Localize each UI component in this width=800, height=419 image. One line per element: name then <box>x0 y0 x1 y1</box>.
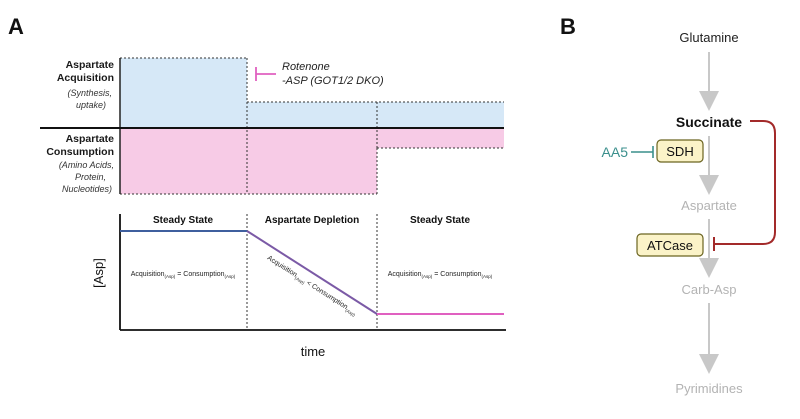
inhibitor-legend-icon <box>255 67 276 81</box>
aa5-label: AA5 <box>602 144 629 160</box>
feedback-inhibition-line <box>714 120 776 245</box>
aa5-inhibit-icon <box>631 146 654 158</box>
acquisition-fill-steady <box>120 58 247 128</box>
acquisition-sub-1: (Synthesis, <box>67 88 112 98</box>
legend-line-1: Rotenone <box>282 61 330 73</box>
equation-steady-2: Acquisition(Asp) = Consumption(Asp) <box>388 271 493 279</box>
node-glutamine: Glutamine <box>679 30 738 45</box>
acquisition-fill-reduced <box>247 102 504 128</box>
atcase-label: ATCase <box>647 238 693 253</box>
phase-label-3: Steady State <box>410 215 470 226</box>
consumption-fill-reduced <box>377 128 504 148</box>
acquisition-sub-2: uptake) <box>76 100 106 110</box>
phase-label-1: Steady State <box>153 215 213 226</box>
equation-depletion: Acquisition(Asp) < Consumption(Asp) <box>265 255 358 318</box>
flux-outlines <box>120 57 504 195</box>
node-succinate: Succinate <box>676 114 742 130</box>
phase-label-2: Aspartate Depletion <box>265 215 359 226</box>
consumption-sub-3: Nucleotides) <box>62 184 112 194</box>
panel-b-letter: B <box>560 14 576 39</box>
consumption-fill-high <box>120 128 377 194</box>
equation-steady-1: Acquisition(Asp) = Consumption(Asp) <box>131 271 236 279</box>
asp-level-decline <box>246 230 378 315</box>
atcase-box <box>636 233 704 257</box>
legend-line-2: -ASP (GOT1/2 DKO) <box>282 75 384 87</box>
node-carb-asp: Carb-Asp <box>682 282 737 297</box>
acquisition-title-2: Acquisition <box>57 72 114 84</box>
node-pyrimidines: Pyrimidines <box>675 381 743 396</box>
consumption-title-1: Aspartate <box>66 133 115 145</box>
sdh-label: SDH <box>666 144 693 159</box>
consumption-sub-1: (Amino Acids, <box>59 160 114 170</box>
consumption-title-2: Consumption <box>46 146 114 158</box>
acquisition-title-1: Aspartate <box>66 59 115 71</box>
node-aspartate: Aspartate <box>681 198 737 213</box>
sdh-box <box>656 139 704 163</box>
x-axis-label: time <box>301 344 326 359</box>
consumption-sub-2: Protein, <box>75 172 106 182</box>
panel-a-letter: A <box>8 14 24 39</box>
y-axis-label: [Asp] <box>91 258 106 288</box>
